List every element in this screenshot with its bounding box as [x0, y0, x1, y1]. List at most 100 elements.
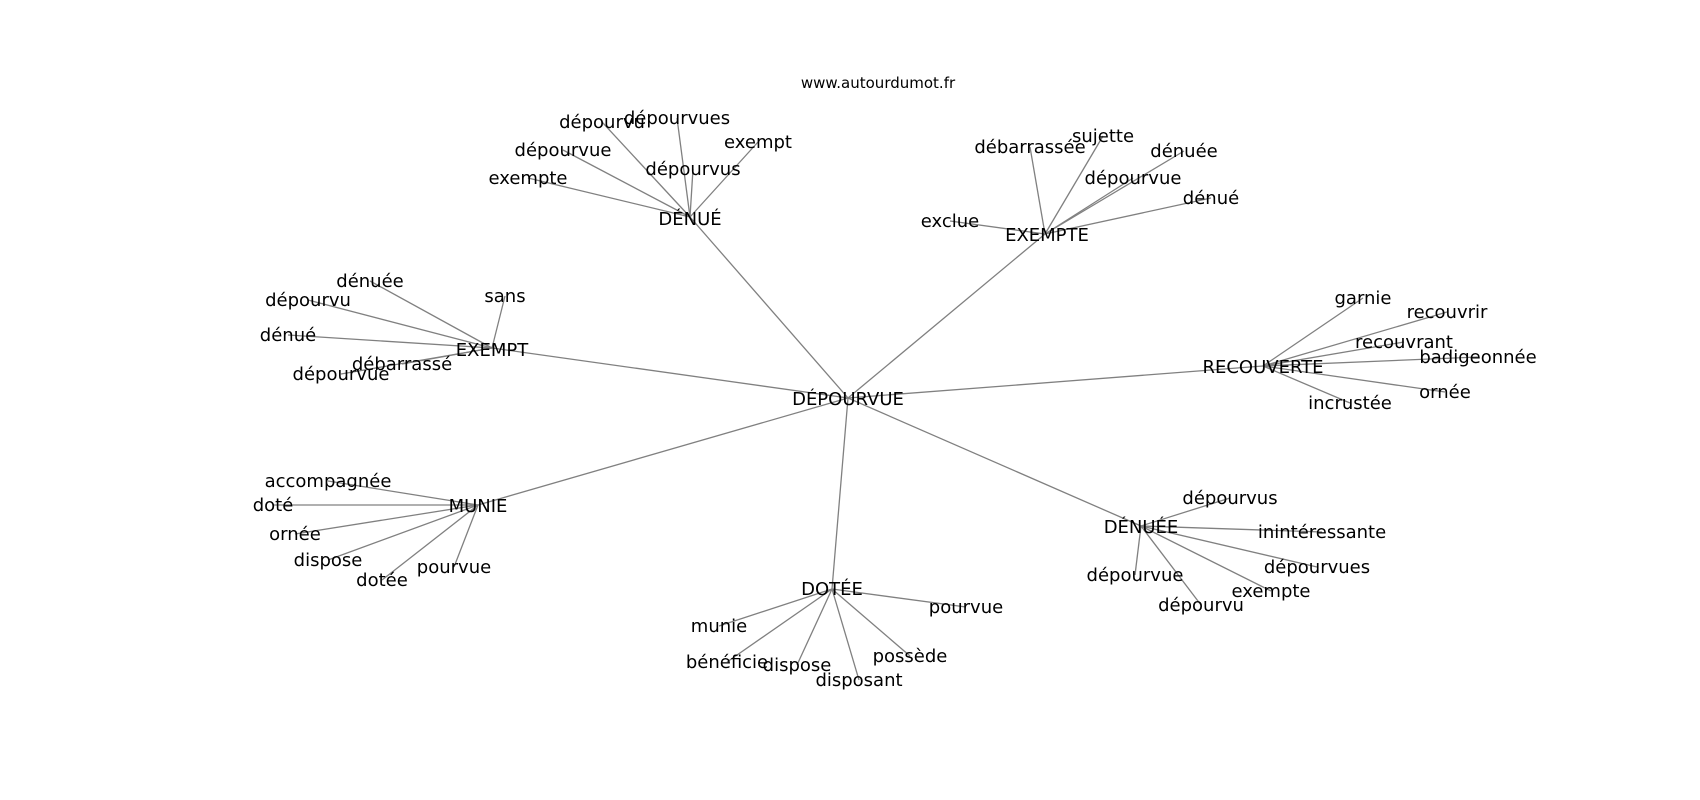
leaf-word[interactable]: garnie — [1334, 288, 1391, 309]
leaf-word[interactable]: dépourvu — [265, 290, 351, 311]
leaf-word[interactable]: débarrassé — [352, 354, 452, 375]
hub-word[interactable]: MUNIE — [449, 496, 508, 517]
leaf-edge — [1262, 365, 1446, 393]
leaf-word[interactable]: exempte — [488, 168, 567, 189]
leaf-edge — [689, 141, 759, 218]
leaf-edge — [726, 588, 833, 663]
leaf-edge — [381, 504, 479, 581]
leaf-edge — [831, 588, 911, 657]
leaf-edge — [1262, 297, 1364, 367]
leaf-edge — [796, 588, 833, 666]
leaf-edge — [1044, 150, 1185, 235]
leaf-edge — [689, 168, 694, 218]
leaf-word[interactable]: dénuée — [1150, 141, 1217, 162]
leaf-edge — [1044, 177, 1134, 235]
hub-word[interactable]: EXEMPT — [456, 340, 529, 361]
leaf-edge — [831, 588, 967, 608]
leaf-edge — [307, 299, 493, 349]
leaf-word[interactable]: exclue — [921, 211, 979, 232]
leaf-word[interactable]: dépourvus — [645, 159, 740, 180]
leaf-edge — [369, 280, 493, 349]
leaf-word[interactable]: dispose — [763, 655, 832, 676]
leaf-edge — [1140, 525, 1202, 606]
leaf-word[interactable]: dépourvue — [515, 140, 612, 161]
leaf-edge — [287, 334, 493, 349]
leaf-edge — [949, 220, 1046, 235]
leaf-word[interactable]: dépourvu — [1158, 595, 1244, 616]
leaf-word[interactable]: dépourvue — [1087, 565, 1184, 586]
leaf-edge — [491, 295, 506, 349]
leaf-word[interactable]: pourvue — [929, 597, 1003, 618]
leaf-word[interactable]: dénué — [1183, 188, 1239, 209]
leaf-word[interactable]: dépourvu — [559, 112, 645, 133]
hub-edge — [831, 397, 849, 590]
leaf-word[interactable]: incrustée — [1308, 393, 1392, 414]
leaf-word[interactable]: dépourvues — [1264, 557, 1370, 578]
leaf-word[interactable]: disposant — [815, 670, 902, 691]
hub-word[interactable]: DOTÉE — [801, 578, 863, 600]
leaf-edge — [718, 588, 833, 627]
leaf-word[interactable]: inintéressante — [1258, 522, 1386, 543]
leaf-word[interactable]: ornée — [1419, 382, 1471, 403]
hub-edge — [477, 397, 849, 506]
hub-edge — [847, 397, 1142, 527]
leaf-word[interactable]: dénuée — [336, 271, 403, 292]
leaf-edge — [527, 177, 691, 218]
leaf-edge — [1262, 341, 1405, 367]
leaf-word[interactable]: badigeonnée — [1419, 347, 1536, 368]
leaf-word[interactable]: doté — [253, 495, 294, 516]
leaf-word[interactable]: débarrassée — [974, 137, 1085, 158]
leaf-word[interactable]: dépourvue — [293, 364, 390, 385]
hub-word[interactable]: EXEMPTE — [1005, 225, 1089, 246]
leaf-word[interactable]: sans — [484, 286, 525, 307]
leaf-word[interactable]: recouvrir — [1407, 302, 1488, 323]
leaf-edge — [1262, 311, 1448, 367]
leaf-word[interactable]: pourvue — [417, 557, 491, 578]
leaf-word[interactable]: dénué — [260, 325, 316, 346]
source-label: www.autourdumot.fr — [801, 74, 956, 92]
leaf-word[interactable]: munie — [691, 616, 747, 637]
leaf-edge — [453, 504, 479, 568]
leaf-edge — [327, 504, 479, 561]
leaf-word[interactable]: exempt — [724, 132, 792, 153]
leaf-edge — [340, 347, 493, 375]
leaf-word[interactable]: ornée — [269, 524, 321, 545]
hub-word[interactable]: DÉNUÉ — [658, 208, 721, 230]
leaf-edge — [601, 121, 691, 218]
leaf-word[interactable]: dotée — [356, 570, 408, 591]
leaf-word[interactable]: bénéficie — [686, 652, 768, 673]
center-word[interactable]: DÉPOURVUE — [792, 388, 904, 410]
leaf-word[interactable]: dépourvue — [1085, 168, 1182, 189]
graph-labels: www.autourdumot.fr dépourvudépourvuesexe… — [253, 74, 1537, 691]
leaf-word[interactable]: sujette — [1072, 126, 1134, 147]
leaf-edge — [1262, 356, 1479, 367]
hub-word[interactable]: DÉNUÉE — [1104, 516, 1179, 538]
leaf-word[interactable]: possède — [873, 646, 948, 667]
leaf-edge — [1140, 525, 1323, 533]
leaf-edge — [562, 149, 691, 218]
hub-edge — [847, 365, 1264, 399]
hub-edge — [847, 233, 1046, 399]
leaf-word[interactable]: accompagnée — [265, 471, 392, 492]
hub-word[interactable]: RECOUVERTE — [1202, 357, 1323, 378]
leaf-edge — [676, 117, 691, 218]
leaf-edge — [1134, 525, 1142, 576]
leaf-word[interactable]: exempte — [1231, 581, 1310, 602]
graph-edges — [273, 117, 1479, 681]
leaf-word[interactable]: recouvrant — [1355, 332, 1453, 353]
leaf-edge — [1140, 525, 1318, 568]
leaf-edge — [1044, 135, 1104, 235]
leaf-edge — [1262, 365, 1351, 404]
leaf-edge — [1140, 525, 1272, 592]
leaf-word[interactable]: dépourvues — [624, 108, 730, 129]
leaf-word[interactable]: dispose — [294, 550, 363, 571]
leaf-edge — [327, 480, 479, 506]
leaf-edge — [831, 588, 860, 681]
leaf-edge — [294, 504, 479, 535]
hub-edge — [689, 216, 849, 399]
leaf-edge — [1140, 497, 1231, 527]
leaf-word[interactable]: dépourvus — [1182, 488, 1277, 509]
leaf-edge — [1044, 197, 1212, 235]
hub-edge — [491, 347, 849, 399]
